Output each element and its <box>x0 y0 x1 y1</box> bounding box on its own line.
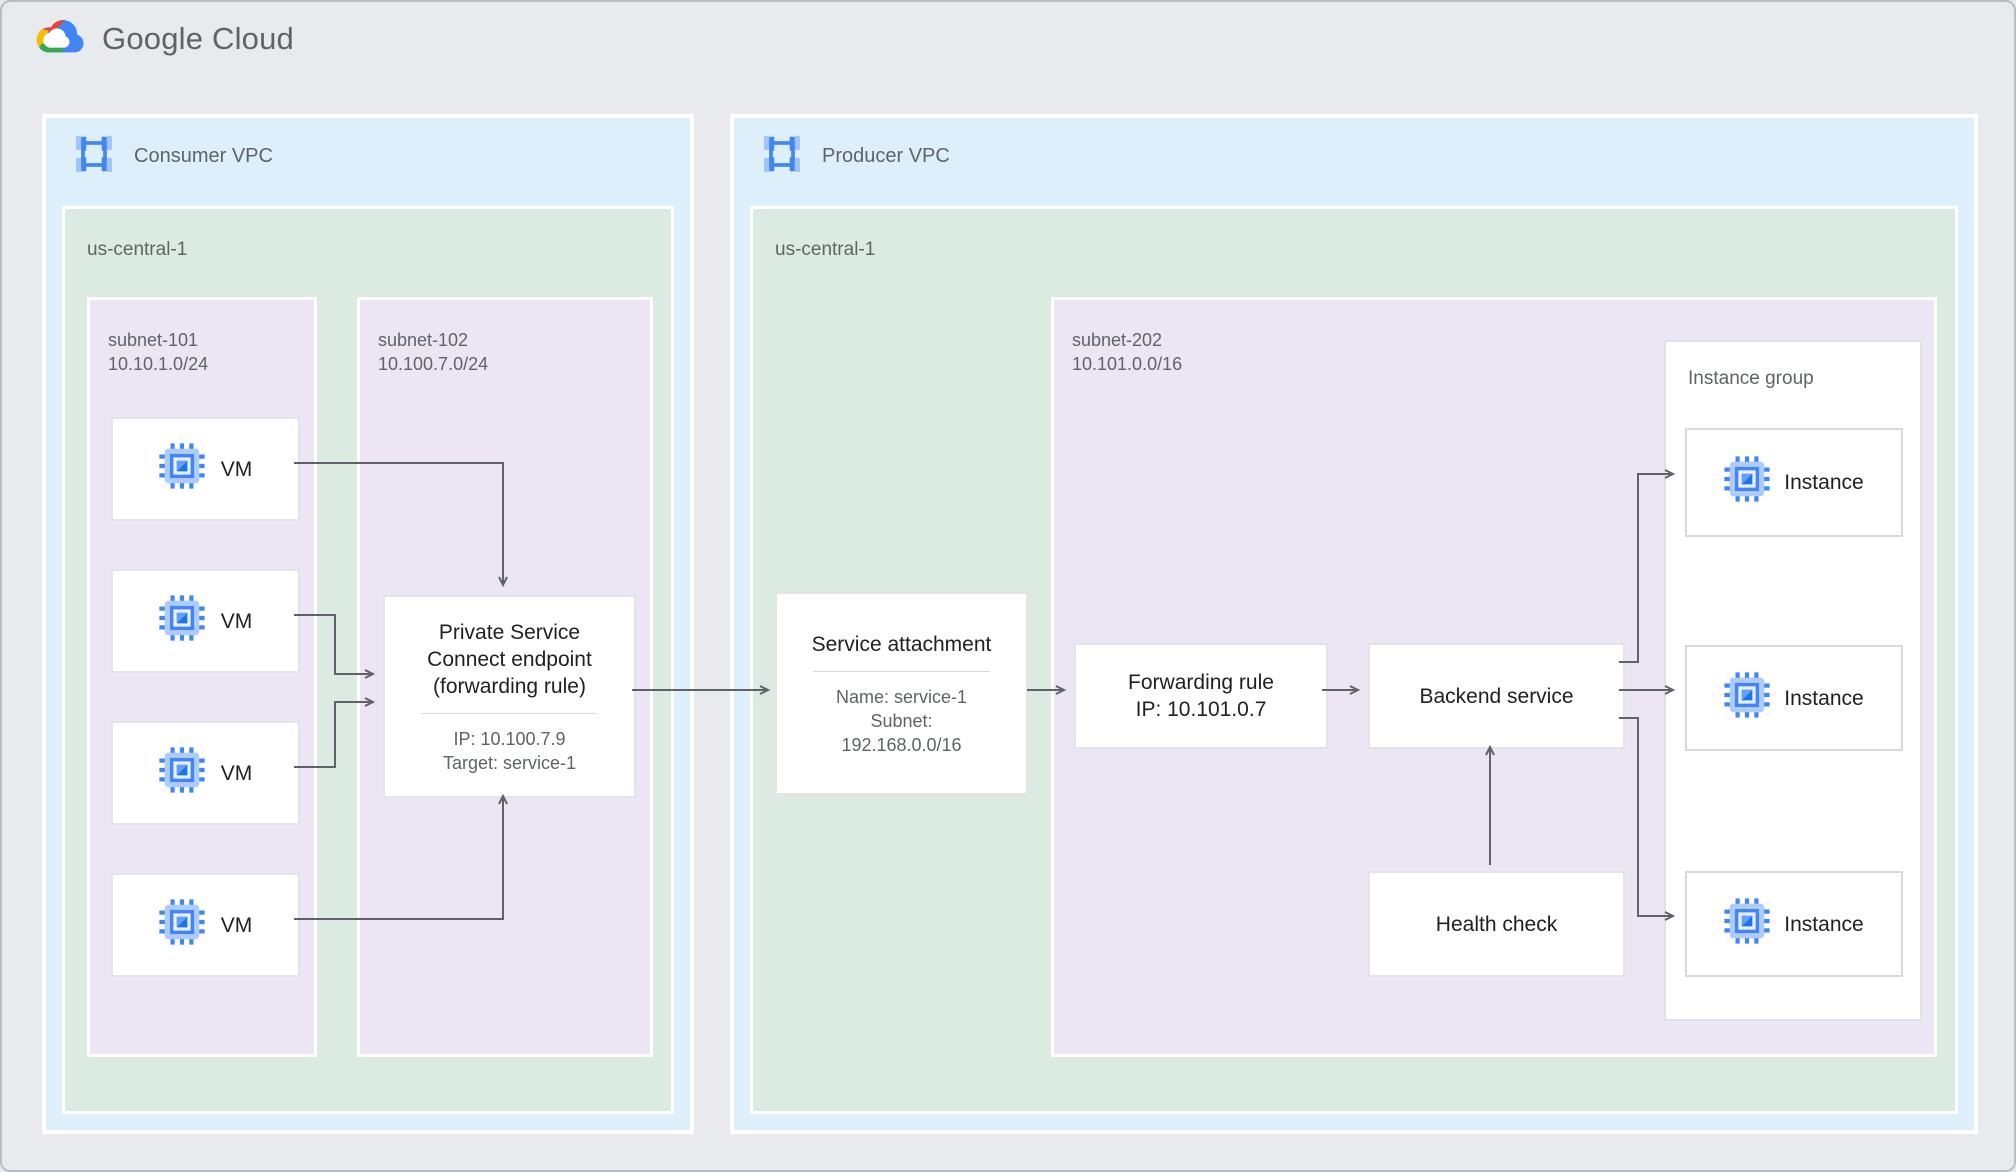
instance-label: Instance <box>1784 471 1864 494</box>
google-cloud-logo: Google Cloud <box>32 16 294 62</box>
vm-icon <box>159 594 205 648</box>
subnet-101-label: subnet-101 10.10.1.0/24 <box>108 328 208 376</box>
consumer-vpc-label: Consumer VPC <box>134 145 273 167</box>
subnet-102-cidr: 10.100.7.0/24 <box>378 354 489 374</box>
compute-engine-icon <box>159 442 205 489</box>
health-check-node: Health check <box>1368 871 1625 977</box>
service-attachment-title: Service attachment <box>811 632 992 656</box>
subnet-101-cidr: 10.10.1.0/24 <box>108 354 209 374</box>
vpc-network-icon <box>72 132 116 181</box>
consumer-region: us-central-1 subnet-101 10.10.1.0/24 VM <box>62 206 674 1114</box>
subnet-202-cidr: 10.101.0.0/16 <box>1072 354 1183 374</box>
consumer-vpc-header: Consumer VPC <box>72 132 273 181</box>
service-attachment-node: Service attachment Name: service-1 Subne… <box>775 592 1028 795</box>
vm-node-1: VM <box>111 417 300 521</box>
producer-region-label: us-central-1 <box>775 239 876 260</box>
vm-node-4: VM <box>111 873 300 977</box>
vm-label: VM <box>220 761 253 785</box>
subnet-102-name: subnet-102 <box>378 330 469 350</box>
vm-label: VM <box>220 609 253 633</box>
backend-service-title: Backend service <box>1419 684 1574 708</box>
instance-node-1: Instance <box>1685 428 1903 537</box>
vm-label: VM <box>220 913 253 937</box>
vm-icon <box>159 898 205 952</box>
psc-endpoint-node: Private Service Connect endpoint (forwar… <box>383 595 636 798</box>
compute-engine-icon <box>159 898 205 945</box>
consumer-vpc: Consumer VPC us-central-1 subnet-101 10.… <box>42 114 694 1134</box>
service-attachment-subnet-value: 192.168.0.0/16 <box>841 734 962 755</box>
instance-icon <box>1724 897 1770 951</box>
psc-endpoint-title: Private Service Connect endpoint (forwar… <box>427 620 592 698</box>
instance-icon <box>1724 671 1770 725</box>
subnet-101-name: subnet-101 <box>108 330 199 350</box>
service-attachment-name: Name: service-1 <box>835 686 968 707</box>
vpc-network-icon <box>76 136 112 172</box>
service-attachment-subnet-label: Subnet: <box>870 710 933 731</box>
forwarding-rule-node: Forwarding rule IP: 10.101.0.7 <box>1074 643 1328 749</box>
producer-vpc: Producer VPC us-central-1 Service attach… <box>730 114 1978 1134</box>
forwarding-rule-ip: IP: 10.101.0.7 <box>1135 698 1267 721</box>
logo-text: Google Cloud <box>102 21 294 56</box>
compute-engine-icon <box>159 594 205 641</box>
vm-node-2: VM <box>111 569 300 673</box>
vpc-network-icon <box>760 132 804 181</box>
subnet-202-name: subnet-202 <box>1072 330 1163 350</box>
subnet-102: subnet-102 10.100.7.0/24 Private Service… <box>357 297 653 1057</box>
producer-region: us-central-1 Service attachment Name: se… <box>750 206 1958 1114</box>
vm-node-3: VM <box>111 721 300 825</box>
producer-vpc-header: Producer VPC <box>760 132 950 181</box>
instance-label: Instance <box>1784 686 1864 710</box>
vm-label: VM <box>220 457 253 481</box>
instance-label: Instance <box>1784 912 1864 936</box>
psc-endpoint-ip: IP: 10.100.7.9 <box>453 728 566 749</box>
psc-endpoint-target: Target: service-1 <box>442 752 577 773</box>
divider <box>422 712 597 714</box>
forwarding-rule-title: Forwarding rule <box>1128 671 1274 694</box>
health-check-title: Health check <box>1435 912 1558 936</box>
instance-node-3: Instance <box>1685 871 1903 977</box>
compute-engine-icon <box>1724 671 1770 718</box>
consumer-region-label: us-central-1 <box>87 239 188 260</box>
subnet-202: subnet-202 10.101.0.0/16 Forwarding rule… <box>1051 297 1937 1057</box>
vm-icon <box>159 442 205 496</box>
vpc-network-icon <box>764 136 800 172</box>
compute-engine-icon <box>159 746 205 793</box>
subnet-102-label: subnet-102 10.100.7.0/24 <box>378 328 488 376</box>
instance-node-2: Instance <box>1685 645 1903 751</box>
google-cloud-icon <box>36 20 84 53</box>
instance-group: Instance group Instance <box>1664 340 1922 1021</box>
compute-engine-icon <box>1724 897 1770 944</box>
producer-vpc-label: Producer VPC <box>822 145 950 167</box>
instance-icon <box>1724 456 1770 509</box>
subnet-101: subnet-101 10.10.1.0/24 VM <box>87 297 317 1057</box>
compute-engine-icon <box>1724 456 1770 502</box>
instance-group-label: Instance group <box>1688 368 1814 389</box>
vm-icon <box>159 746 205 800</box>
subnet-202-label: subnet-202 10.101.0.0/16 <box>1072 328 1182 376</box>
divider <box>812 670 991 672</box>
backend-service-node: Backend service <box>1368 643 1625 749</box>
